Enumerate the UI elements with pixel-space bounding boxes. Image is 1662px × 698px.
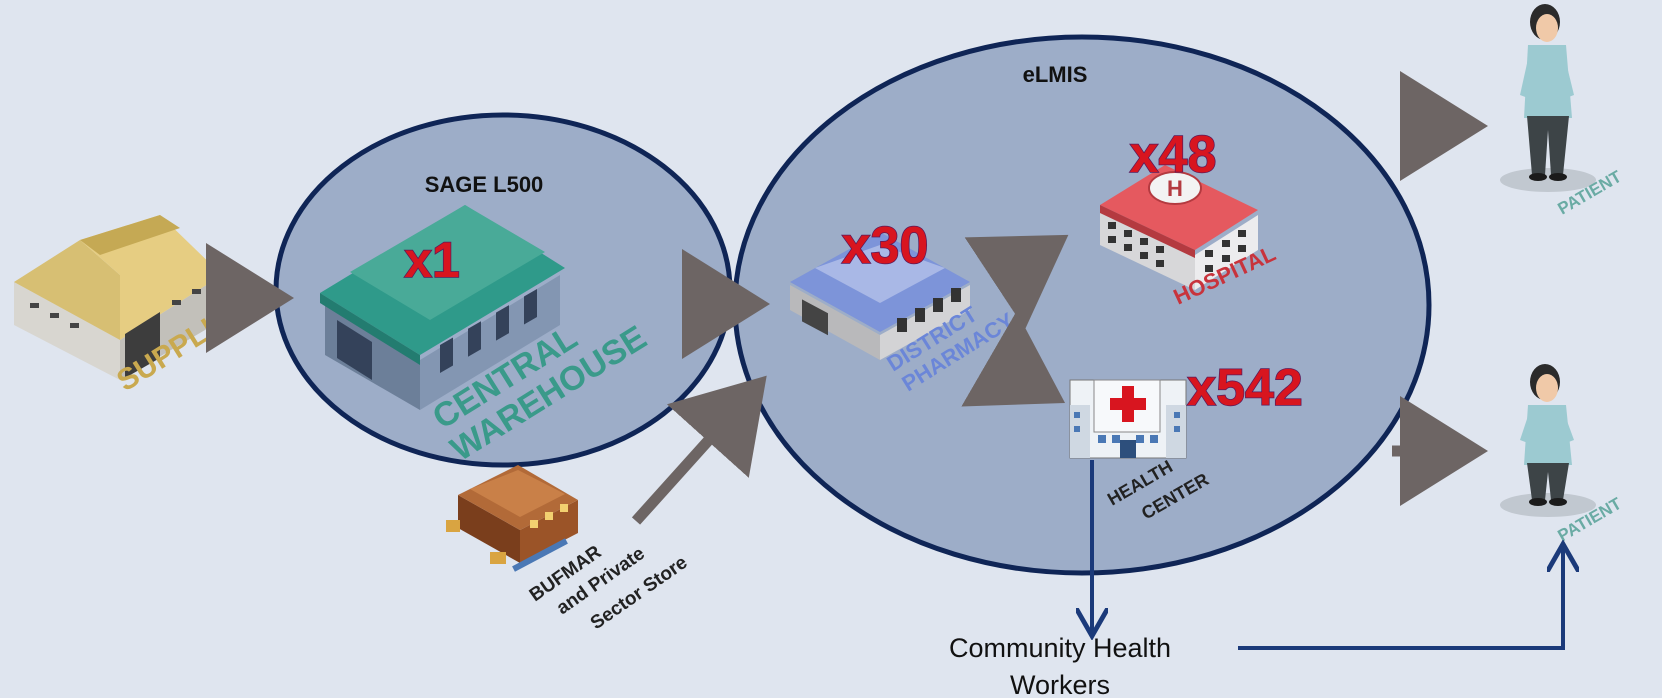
chw-label-line1: Community Health bbox=[949, 633, 1171, 663]
central-warehouse-icon bbox=[320, 205, 565, 410]
arrow-bufmar-to-district bbox=[631, 375, 767, 525]
arrow-chw-to-patient bbox=[1238, 548, 1563, 650]
patient-bottom-icon bbox=[1500, 364, 1596, 517]
chw-label-line2: Workers bbox=[1010, 670, 1110, 698]
health-center-icon bbox=[1069, 379, 1187, 459]
elmis-title: eLMIS bbox=[1023, 62, 1088, 87]
svg-text:H: H bbox=[1167, 176, 1183, 201]
district-pharmacy-count: x30 bbox=[842, 217, 929, 275]
supplier-building-icon bbox=[14, 215, 222, 380]
patient-top-icon bbox=[1500, 4, 1596, 192]
health-center-count: x542 bbox=[1187, 359, 1303, 417]
hospital-icon: H bbox=[1100, 165, 1258, 290]
sage-l500-title: SAGE L500 bbox=[425, 172, 544, 197]
central-warehouse-count: x1 bbox=[404, 232, 460, 288]
arrow-district-to-health-center bbox=[961, 311, 1066, 407]
hospital-count: x48 bbox=[1130, 126, 1217, 184]
arrow-district-to-hospital bbox=[964, 234, 1069, 330]
district-pharmacy-icon bbox=[790, 232, 970, 360]
bufmar-store-icon bbox=[446, 465, 578, 572]
